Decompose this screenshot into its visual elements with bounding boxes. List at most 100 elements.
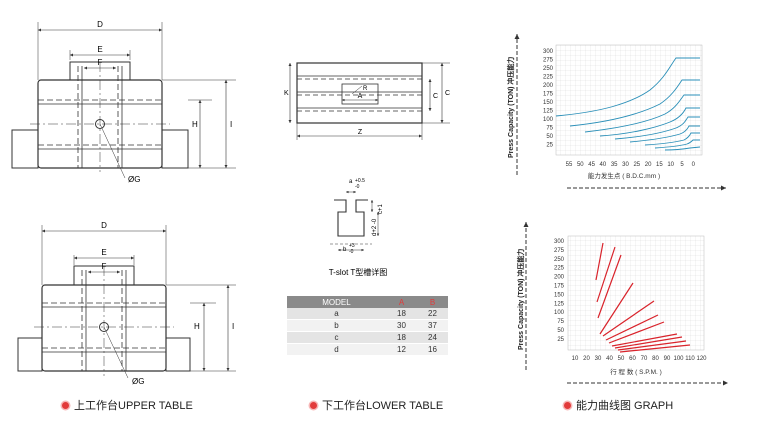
graph2-ytick: 75 [557, 319, 564, 325]
graph2-model-line [608, 321, 665, 344]
graph1-xtick: 50 [577, 162, 584, 168]
graph2-xtick: 110 [685, 356, 695, 362]
table-top-view [288, 62, 450, 140]
cell-model: a [287, 308, 386, 320]
bullet-icon [310, 401, 317, 409]
top-dim-a: A [358, 93, 363, 100]
graph1-xtick: 15 [656, 162, 663, 168]
graph1-ytick: 150 [543, 100, 554, 106]
graph2-ylabel: Press Capacity (TON) 冲压能力 [516, 249, 525, 350]
graph1-ytick: 225 [543, 75, 554, 81]
graph1-xtick: 55 [566, 162, 573, 168]
graph2-model-line [611, 333, 678, 347]
table-row: a 18 22 [287, 308, 448, 320]
graph1-ytick: 300 [543, 49, 554, 55]
lower-dim-d: D [101, 221, 107, 230]
graph2-model-line [605, 314, 659, 341]
graph1-ytick: 100 [543, 117, 554, 123]
graph2-xtick: 80 [652, 356, 659, 362]
graph1-xtick: 45 [588, 162, 595, 168]
graph1-ytick: 250 [543, 66, 554, 72]
cell-b: 22 [416, 308, 448, 320]
cell-a: 18 [386, 308, 417, 320]
graph2-model-line [619, 344, 691, 353]
top-dim-c-inner: C [433, 93, 438, 100]
cell-model: b [287, 319, 386, 332]
graph2-model-line [597, 254, 622, 319]
graph2-model-line [602, 300, 655, 337]
graph2-ytick: 150 [554, 292, 565, 298]
graph2-model-line [617, 340, 687, 351]
graph1-ytick: 25 [546, 143, 553, 149]
graph1-capacity-curve [664, 146, 701, 151]
graph2-ytick: 200 [554, 275, 565, 281]
graph1-xtick: 5 [680, 162, 684, 168]
graph2-model-line [614, 336, 683, 349]
graph2-xtick: 50 [618, 356, 625, 362]
tslot-tol-b-sub: -0 [349, 249, 354, 255]
graph2-xtick: 30 [595, 356, 602, 362]
graph2-xtick: 120 [696, 356, 707, 362]
cell-b: 16 [416, 343, 448, 356]
caption-upper-text: 上工作台UPPER TABLE [74, 400, 193, 412]
cell-b: 24 [416, 331, 448, 344]
graph1-xtick: 0 [692, 162, 696, 168]
graph1-capacity-curve [614, 116, 700, 140]
graph2-ytick: 250 [554, 257, 565, 263]
graph1-capacity-curve [569, 79, 700, 127]
upper-dim-e: E [97, 45, 102, 54]
caption-upper-table: 上工作台UPPER TABLE [62, 397, 193, 413]
cell-b: 37 [416, 319, 448, 332]
bullet-icon [62, 401, 69, 409]
graph2-xtick: 90 [664, 356, 671, 362]
graph2-model-line [596, 246, 616, 303]
graph1-capacity-curve [555, 57, 700, 117]
graph2-ytick: 125 [554, 301, 565, 307]
caption-lower-table: 下工作台LOWER TABLE [310, 397, 443, 413]
graph1-ytick: 75 [546, 126, 553, 132]
graph1-capacity-curve [654, 139, 700, 149]
lower-table-drawing [17, 225, 236, 379]
t-slot-detail [330, 190, 380, 252]
graph2-xtick: 60 [629, 356, 636, 362]
cell-model: c [287, 331, 386, 344]
graph1-xtick: 40 [600, 162, 607, 168]
lower-dim-h: H [194, 322, 200, 331]
top-dim-z: Z [358, 129, 363, 136]
lower-dim-f: F [102, 262, 107, 271]
top-dim-k: K [284, 90, 289, 97]
tslot-title: T-slot T型槽详图 [329, 267, 388, 277]
lower-dim-i: I [232, 322, 234, 331]
table-row: b 30 37 [287, 319, 448, 332]
tslot-tol-d: d+2 -0 [372, 218, 378, 236]
graph1-ytick: 175 [543, 92, 554, 98]
graph2-xtick: 100 [673, 356, 684, 362]
upper-dim-h: H [192, 120, 198, 129]
tslot-tol-a: a [349, 179, 353, 185]
graph2-xlabel: 行 程 数 ( S.P.M. ) [610, 367, 662, 376]
cell-a: 30 [386, 319, 417, 332]
graph2-model-line [599, 282, 634, 335]
graph1-ytick: 200 [543, 83, 554, 89]
upper-dim-f: F [98, 58, 103, 67]
graph1-xtick: 30 [622, 162, 629, 168]
graph2-ytick: 175 [554, 284, 565, 290]
cell-a: 18 [386, 331, 417, 344]
tslot-tol-a-sub: -0 [355, 184, 360, 190]
tslot-tol-b: b [343, 247, 347, 253]
graph2-model-line [595, 242, 604, 281]
table-row: d 12 16 [287, 343, 448, 356]
graph1-capacity-curve [584, 94, 700, 133]
upper-dim-i: I [230, 120, 232, 129]
tslot-tol-b-sup: +3 [349, 243, 355, 249]
graph1-capacity-curve [599, 107, 700, 137]
top-dim-c-outer: C [445, 90, 450, 97]
header-a: A [386, 296, 417, 308]
graph2-ytick: 300 [554, 239, 565, 245]
tslot-tol-a-sup: +0.5 [355, 178, 365, 184]
lower-dim-g: ØG [132, 377, 144, 386]
graph1-xtick: 10 [667, 162, 674, 168]
